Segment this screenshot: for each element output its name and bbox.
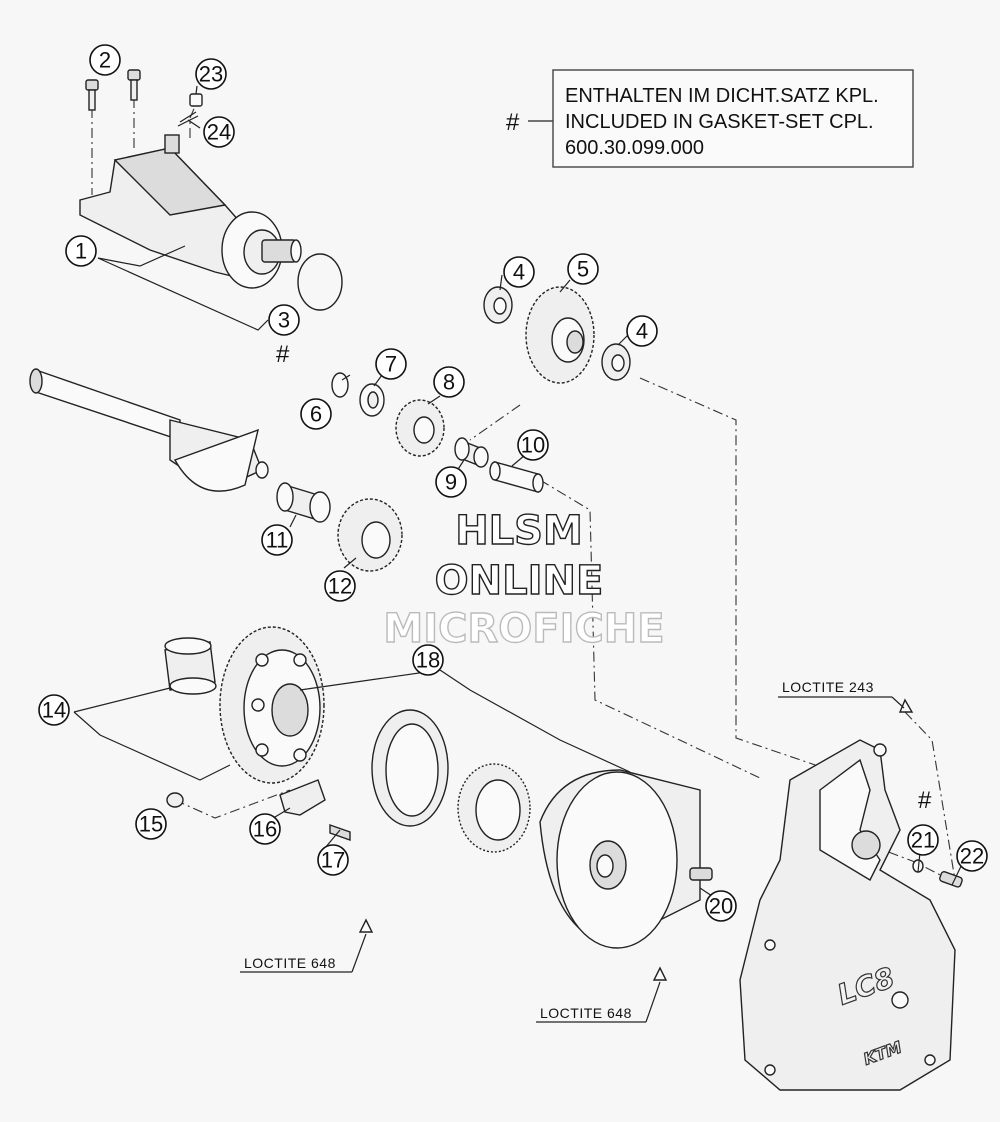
watermark-line1: HLSM <box>455 508 583 554</box>
loctite-243-text: LOCTITE 243 <box>782 679 874 695</box>
freewheel-ring <box>371 709 449 827</box>
callout-18: 18 <box>412 644 444 676</box>
needle-bearing-14 <box>164 637 217 695</box>
svg-text:21: 21 <box>911 828 935 853</box>
note-line-german: ENTHALTEN IM DICHT.SATZ KPL. <box>565 85 879 107</box>
callout-12: 12 <box>324 570 356 602</box>
crankshaft <box>29 368 269 492</box>
callout-4-lower: 4 <box>626 315 658 347</box>
note-box <box>552 69 914 168</box>
callout-15: 15 <box>135 808 167 840</box>
svg-text:1: 1 <box>75 239 87 264</box>
callout-9: 9 <box>435 466 467 498</box>
callout-5: 5 <box>567 253 599 285</box>
svg-text:17: 17 <box>321 848 345 873</box>
svg-text:10: 10 <box>521 433 545 458</box>
note-part-number: 600.30.099.000 <box>565 137 704 159</box>
freewheel-cage <box>457 763 531 853</box>
callout-1: 1 <box>65 235 97 267</box>
svg-text:18: 18 <box>416 648 440 673</box>
callout-4-upper: 4 <box>503 256 535 288</box>
callout-22: 22 <box>956 840 988 872</box>
callout-24: 24 <box>203 116 235 148</box>
loctite-648-middle-label: LOCTITE 648 <box>536 981 661 1023</box>
starter-motor <box>79 134 343 311</box>
hash-cover-bolt: # <box>918 787 932 814</box>
watermark-line2: ONLINE <box>435 558 604 604</box>
loctite-648-left-text: LOCTITE 648 <box>244 955 336 971</box>
callout-23: 23 <box>195 58 227 90</box>
ignition-cover: LC8 KTM <box>739 739 956 1091</box>
svg-text:20: 20 <box>709 894 733 919</box>
svg-text:22: 22 <box>960 844 984 869</box>
svg-text:24: 24 <box>207 120 231 145</box>
callout-16: 16 <box>249 813 281 845</box>
callout-21: 21 <box>907 824 939 856</box>
watermark: HLSM ONLINE MICROFICHE <box>383 507 666 652</box>
callout-14: 14 <box>38 694 70 726</box>
starter-gear-large <box>219 626 325 784</box>
callout-8: 8 <box>433 366 465 398</box>
needle-bearing-9 <box>454 437 489 468</box>
gear-8 <box>395 399 445 457</box>
gear-12 <box>337 498 403 572</box>
callout-17: 17 <box>317 844 349 876</box>
hash-oring: # <box>276 341 290 368</box>
svg-text:8: 8 <box>443 370 455 395</box>
svg-text:3: 3 <box>278 308 290 333</box>
svg-text:11: 11 <box>266 528 289 553</box>
svg-text:5: 5 <box>577 257 589 282</box>
svg-text:7: 7 <box>385 352 397 377</box>
svg-text:15: 15 <box>139 812 163 837</box>
svg-text:2: 2 <box>99 48 111 73</box>
circlip-and-washer <box>331 372 385 417</box>
svg-text:16: 16 <box>253 817 277 842</box>
svg-text:4: 4 <box>636 319 648 344</box>
loctite-243-label: LOCTITE 243 <box>778 679 905 709</box>
shaft-pin-10 <box>489 461 544 493</box>
flywheel-rotor <box>539 769 701 949</box>
needle-bearing-11 <box>276 482 331 523</box>
callout-10: 10 <box>517 429 549 461</box>
loctite-648-left-label: LOCTITE 648 <box>240 933 367 973</box>
note-line-english: INCLUDED IN GASKET-SET CPL. <box>565 111 874 133</box>
gasket-set-note: # ENTHALTEN IM DICHT.SATZ KPL. INCLUDED … <box>506 69 914 168</box>
svg-text:6: 6 <box>310 402 322 427</box>
note-hash-symbol: # <box>506 109 520 136</box>
svg-text:23: 23 <box>199 62 223 87</box>
callout-3: 3 <box>268 304 300 336</box>
bolt-20 <box>689 867 713 881</box>
watermark-line3: MICROFICHE <box>383 606 664 652</box>
callout-6: 6 <box>300 398 332 430</box>
svg-text:12: 12 <box>328 574 352 599</box>
cover-small-parts <box>358 698 963 981</box>
svg-text:4: 4 <box>513 260 525 285</box>
loctite-648-middle-text: LOCTITE 648 <box>540 1005 632 1021</box>
svg-text:9: 9 <box>445 470 457 495</box>
callout-7: 7 <box>375 348 407 380</box>
callout-2: 2 <box>89 44 121 76</box>
callout-20: 20 <box>705 890 737 922</box>
callout-11: 11 <box>261 524 293 556</box>
small-parts-15-16-17 <box>166 779 351 841</box>
starter-bolts <box>85 69 141 111</box>
intermediate-gear-5 <box>483 286 631 384</box>
svg-text:14: 14 <box>42 698 66 723</box>
